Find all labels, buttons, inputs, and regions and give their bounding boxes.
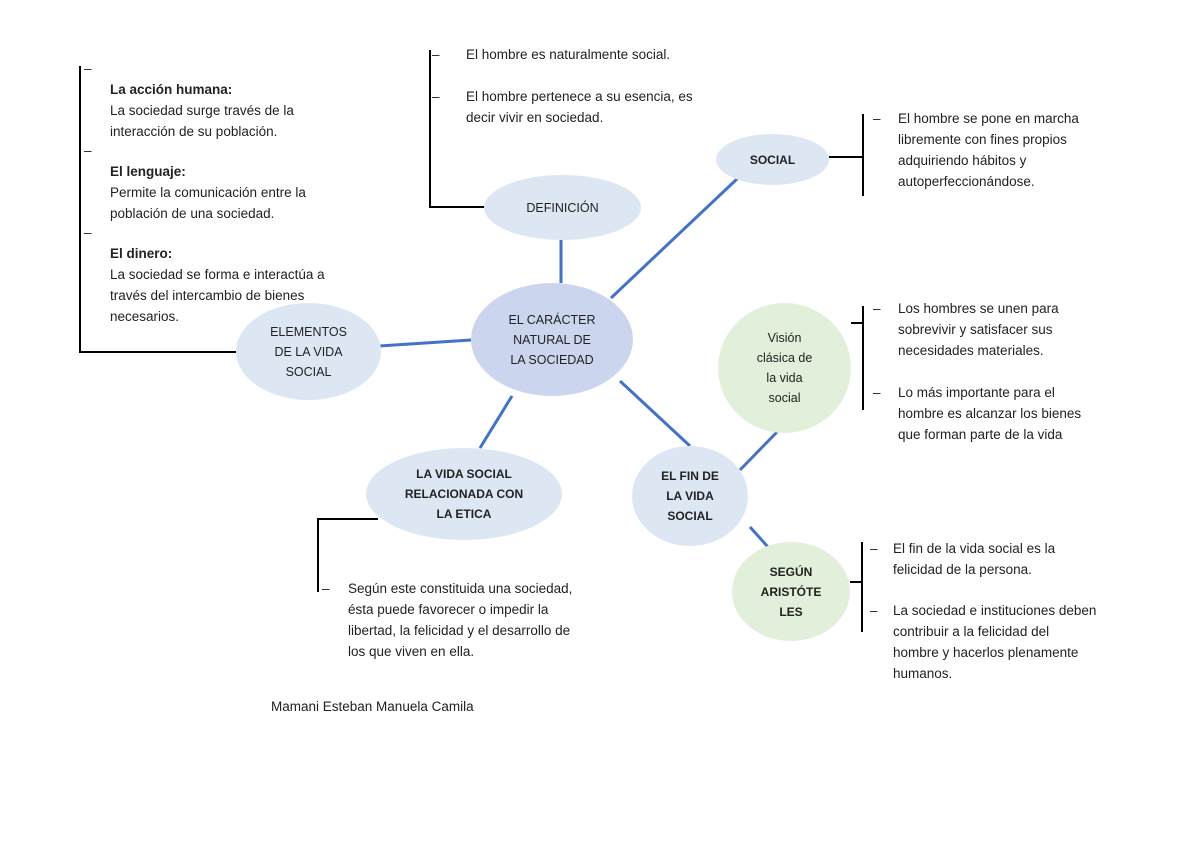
- elementos-note-3-text: La sociedad se forma e interactúa a trav…: [110, 267, 325, 324]
- connector-vision: [738, 430, 779, 472]
- definicion-note-1: El hombre es naturalmente social.: [466, 47, 671, 62]
- fin-node: EL FIN DE LA VIDA SOCIAL: [632, 446, 748, 546]
- vision-clasica-node: Visión clásica de la vida social: [718, 303, 851, 433]
- bracket-etica: [317, 518, 378, 592]
- bullet: –: [84, 225, 92, 240]
- bracket-vision: [851, 306, 864, 410]
- bracket-definicion: [429, 50, 487, 208]
- elementos-note-3: El dinero: La sociedad se forma e intera…: [110, 222, 325, 327]
- bullet: –: [432, 47, 440, 62]
- bullet: –: [432, 89, 440, 104]
- bullet: –: [873, 301, 881, 316]
- bullet: –: [84, 61, 92, 76]
- connector-fin: [618, 379, 692, 448]
- connector-social: [609, 176, 740, 300]
- segun-aristoteles-node: SEGÚN ARISTÓTE LES: [732, 542, 850, 641]
- etica-note: Según este constituida una sociedad, ést…: [348, 581, 573, 659]
- definicion-note-2: El hombre pertenece a su esencia, es dec…: [466, 89, 693, 125]
- connector-segun: [748, 525, 770, 549]
- aristoteles-note-1: El fin de la vida social es la felicidad…: [893, 541, 1056, 577]
- bracket-social: [829, 114, 864, 196]
- bullet: –: [870, 541, 878, 556]
- bullet: –: [870, 603, 878, 618]
- vida-etica-node: LA VIDA SOCIAL RELACIONADA CON LA ETICA: [366, 448, 562, 540]
- connector-vida-etica: [478, 395, 514, 449]
- social-note: El hombre se pone en marcha libremente c…: [898, 111, 1079, 189]
- elementos-note-1-text: La sociedad surge través de la interacci…: [110, 103, 294, 139]
- social-node: SOCIAL: [716, 134, 829, 185]
- bullet: –: [322, 581, 330, 596]
- definicion-node: DEFINICIÓN: [484, 175, 641, 240]
- bracket-segun: [850, 542, 863, 632]
- bullet: –: [84, 143, 92, 158]
- bullet: –: [873, 385, 881, 400]
- aristoteles-note-2: La sociedad e instituciones deben contri…: [893, 603, 1097, 681]
- vision-note-2: Lo más importante para el hombre es alca…: [898, 385, 1082, 442]
- central-node: EL CARÁCTER NATURAL DE LA SOCIEDAD: [471, 283, 633, 396]
- elementos-note-2: El lenguaje: Permite la comunicación ent…: [110, 140, 306, 224]
- connector-elementos: [379, 338, 472, 348]
- vision-note-1: Los hombres se unen para sobrevivir y sa…: [898, 301, 1059, 358]
- elementos-note-1: La acción humana: La sociedad surge trav…: [110, 58, 294, 142]
- author-name: Mamani Esteban Manuela Camila: [271, 699, 474, 714]
- elementos-node: ELEMENTOS DE LA VIDA SOCIAL: [236, 303, 381, 400]
- bullet: –: [873, 111, 881, 126]
- elementos-note-3-label: El dinero:: [110, 246, 173, 261]
- bracket-elementos: [79, 66, 236, 353]
- elementos-note-2-label: El lenguaje:: [110, 164, 186, 179]
- elementos-note-2-text: Permite la comunicación entre la poblaci…: [110, 185, 306, 221]
- elementos-note-1-label: La acción humana:: [110, 82, 233, 97]
